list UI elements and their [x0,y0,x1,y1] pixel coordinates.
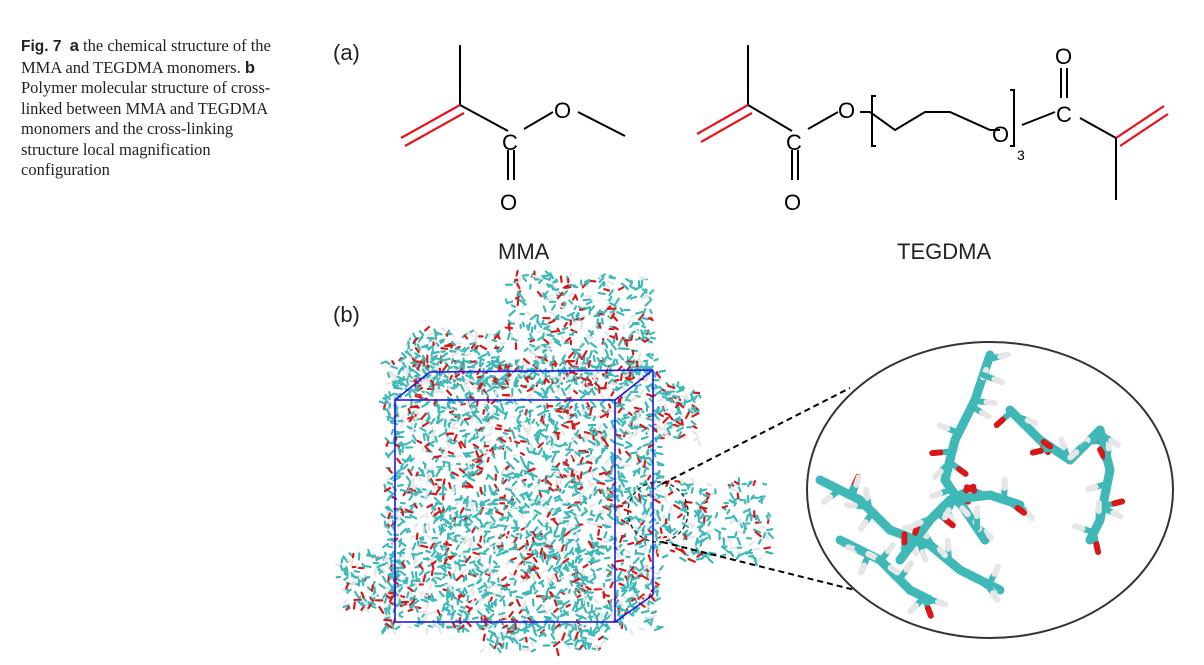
zoom-connector-lower [661,541,856,591]
mma-structure [459,45,626,180]
tegdma-oxygen-left: O [838,98,855,123]
zoom-connector-upper [661,387,851,485]
zoom-region-marker [627,481,689,543]
magnified-polymer-chain [815,350,1126,619]
tegdma-repeat-count: 3 [1017,147,1025,163]
tegdma-double-bond-left [696,104,753,143]
figure-label: Fig. 7 [21,38,62,55]
mma-double-bond [400,104,465,147]
tegdma-double-bond-right [1115,105,1169,147]
mma-name: MMA [498,239,550,264]
tegdma-carbonyl-oxygen-left: O [784,190,801,215]
mma-ester-oxygen: O [554,98,571,123]
magnified-view [806,341,1174,639]
tegdma-oxygen-right: O [992,122,1009,147]
tegdma-carbon-atom-right: C [1056,102,1072,127]
molecular-cloud [334,269,774,657]
mma-carbon-atom: C [502,130,518,155]
caption-part-b-text: Polymer molecular structure of cross-lin… [21,78,271,179]
mma-carbonyl-oxygen: O [500,190,517,215]
figure-caption: Fig. 7 a the chemical structure of the M… [21,36,283,181]
tegdma-carbonyl-oxygen-right: O [1055,44,1072,69]
caption-part-a-text: the chemical structure of the MMA and TE… [21,36,271,77]
tegdma-structure [747,45,1117,200]
panel-a-label: (a) [333,40,360,65]
tegdma-carbon-atom-left: C [786,130,802,155]
tegdma-name: TEGDMA [897,239,991,264]
panel-b-label: (b) [333,302,360,327]
caption-part-a-label: a [69,37,79,55]
caption-part-b-label: b [244,58,255,77]
